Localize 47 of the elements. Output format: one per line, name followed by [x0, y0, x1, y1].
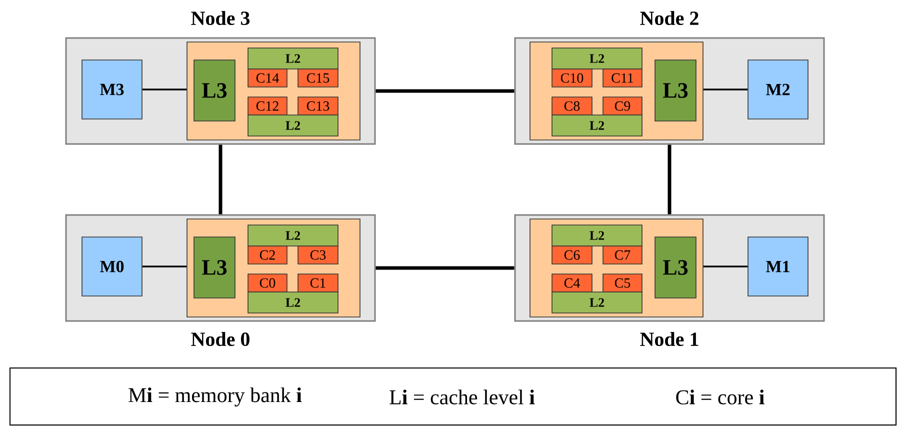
core-box: C1	[298, 274, 338, 292]
cache-box: L2	[552, 48, 642, 70]
connector-line	[703, 266, 748, 268]
core-box: C6	[552, 246, 592, 264]
node-heading: Node 3	[191, 10, 250, 26]
core-box: C0	[248, 274, 288, 292]
memory-box: M2	[748, 60, 808, 120]
cache-box: L2	[552, 114, 642, 136]
core-box: C10	[552, 68, 592, 88]
connector-line	[668, 144, 672, 214]
core-box: C12	[248, 96, 288, 116]
node-heading: Node 0	[191, 332, 250, 346]
legend-text: Mi = memory bank i	[128, 387, 302, 407]
core-box: C15	[298, 68, 338, 88]
core-box: C4	[552, 274, 592, 292]
connector-line	[703, 88, 748, 90]
core-box: C3	[298, 246, 338, 264]
memory-box: M0	[82, 236, 142, 296]
memory-box: M3	[82, 60, 142, 120]
core-box: C8	[552, 96, 592, 116]
core-box: C14	[248, 68, 288, 88]
cache-box: L3	[654, 60, 696, 122]
connector-line	[376, 266, 514, 270]
core-box: C9	[602, 96, 642, 116]
cache-box: L2	[248, 114, 338, 136]
node-heading: Node 1	[640, 332, 698, 346]
connector-line	[142, 88, 187, 90]
core-box: C7	[602, 246, 642, 264]
connector-line	[218, 144, 222, 214]
memory-box: M1	[748, 236, 808, 296]
cache-box: L3	[654, 236, 696, 298]
cache-box: L2	[248, 224, 338, 246]
cache-box: L2	[552, 292, 642, 314]
cache-box: L2	[552, 224, 642, 246]
connector-line	[142, 266, 187, 268]
cache-box: L2	[248, 48, 338, 70]
cache-box: L2	[248, 292, 338, 314]
cache-box: L3	[194, 236, 236, 298]
connector-line	[376, 89, 514, 93]
core-box: C5	[602, 274, 642, 292]
legend-text: Ci = core i	[676, 390, 764, 404]
legend-text: Li = cache level i	[390, 390, 535, 404]
cache-box: L3	[194, 60, 236, 122]
core-box: C2	[248, 246, 288, 264]
core-box: C13	[298, 96, 338, 116]
node-heading: Node 2	[640, 10, 698, 26]
core-box: C11	[602, 68, 642, 88]
